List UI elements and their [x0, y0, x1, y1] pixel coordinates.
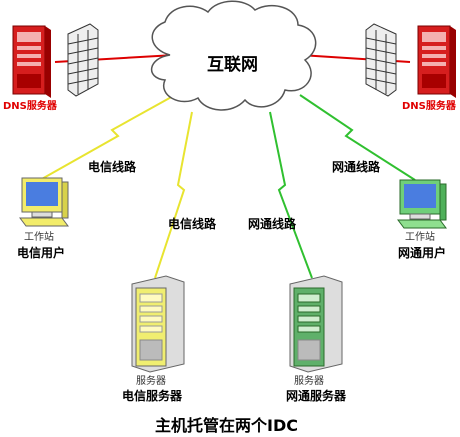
server-netcom-icon: [289, 275, 343, 373]
workstation-right-label: 网通用户: [398, 246, 447, 260]
server-telecom-icon: [131, 275, 185, 373]
internet-cloud-icon: [151, 0, 317, 111]
netcom-user-link-line: [299, 94, 416, 181]
dns-server-left-icon: [12, 25, 51, 98]
workstation-left-caption: 工作站: [24, 232, 54, 243]
telecom-server-link-label: 电信线路: [168, 217, 217, 231]
firewall-left-icon: [67, 23, 99, 97]
server-netcom-caption: 服务器: [294, 376, 324, 387]
workstation-right-icon: [397, 179, 447, 229]
dns-right-label: DNS服务器: [402, 101, 456, 112]
netcom-server-link-line: [269, 111, 313, 279]
telecom-user-link-label: 电信线路: [88, 160, 137, 174]
workstation-left-icon: [19, 177, 69, 227]
telecom-user-link-line: [39, 94, 176, 181]
cloud-label: 互联网: [207, 55, 258, 75]
netcom-user-link-label: 网通线路: [332, 160, 381, 174]
netcom-server-link-label: 网通线路: [248, 217, 297, 231]
dns-left-label: DNS服务器: [3, 101, 57, 112]
server-netcom-label: 网通服务器: [286, 389, 347, 403]
workstation-left-label: 电信用户: [17, 246, 66, 260]
workstation-right-caption: 工作站: [405, 232, 435, 243]
server-telecom-label: 电信服务器: [122, 389, 183, 403]
firewall-right-icon: [365, 23, 397, 97]
server-telecom-caption: 服务器: [136, 376, 166, 387]
diagram-title: 主机托管在两个IDC: [155, 416, 298, 435]
telecom-server-link-line: [154, 111, 193, 279]
dns-server-right-icon: [417, 25, 456, 98]
